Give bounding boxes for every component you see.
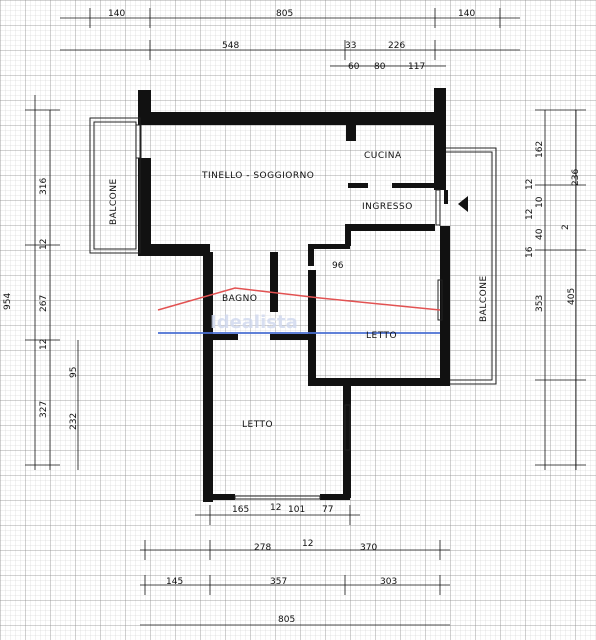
dim-right-353: 353 — [535, 295, 545, 312]
dim-bottom-12a: 12 — [270, 503, 281, 513]
dim-right-12b: 12 — [525, 209, 535, 220]
dim-right-40: 40 — [535, 228, 545, 240]
dim-bottom-12b: 12 — [302, 539, 313, 549]
dim-top-right: 140 — [458, 9, 475, 19]
watermark-logo: Idealista — [157, 287, 441, 334]
dim-left-232: 232 — [69, 413, 79, 430]
room-living-label: TINELLO - SOGGIORNO — [201, 171, 314, 181]
dim-right-162: 162 — [535, 141, 545, 158]
dim-bottom-357: 357 — [270, 577, 287, 587]
dim-bottom-165: 165 — [232, 505, 249, 515]
balcony-left — [89, 117, 141, 254]
dim-right-12a: 12 — [525, 179, 535, 190]
room-labels: TINELLO - SOGGIORNO CUCINA INGRESSO BAGN… — [109, 151, 489, 430]
room-bathroom-label: BAGNO — [222, 294, 257, 304]
dim-bottom-77: 77 — [322, 505, 333, 515]
dim-right-405: 405 — [567, 288, 577, 305]
dim-bottom-370: 370 — [360, 543, 377, 553]
dim-right-236: 236 — [571, 169, 581, 186]
dim-right-2: 2 — [561, 224, 571, 230]
room-bedroom-bottom-label: LETTO — [242, 420, 273, 430]
dim-left-12b: 12 — [39, 339, 49, 350]
dim-left-267: 267 — [39, 295, 49, 312]
dim-left-327: 327 — [39, 401, 49, 418]
dimension-labels: 140 805 140 548 33 226 60 80 117 954 316… — [3, 9, 581, 625]
dim-inner-96: 96 — [332, 261, 344, 271]
dim-bottom-145: 145 — [166, 577, 183, 587]
dim-left-12a: 12 — [39, 239, 49, 250]
dim-top-left: 140 — [108, 9, 125, 19]
room-kitchen-label: CUCINA — [364, 151, 402, 161]
watermark-text: Idealista — [210, 312, 298, 333]
dim-bottom-303: 303 — [380, 577, 397, 587]
dim-top-117: 117 — [408, 62, 425, 72]
dim-top-60: 60 — [348, 62, 360, 72]
dim-top-548: 548 — [222, 41, 239, 51]
dim-top-total: 805 — [276, 9, 293, 19]
dim-bottom-278: 278 — [254, 543, 271, 553]
dim-left-954: 954 — [3, 293, 13, 310]
dim-top-80: 80 — [374, 62, 386, 72]
windows — [135, 124, 443, 500]
balcony-right — [446, 147, 497, 385]
dim-right-16: 16 — [525, 246, 535, 258]
dim-top-226: 226 — [388, 41, 405, 51]
dimension-lines — [25, 8, 586, 626]
dim-left-316: 316 — [39, 178, 49, 195]
dim-top-33: 33 — [345, 41, 356, 51]
room-entrance-label: INGRESSO — [362, 202, 413, 212]
balcony-left-label: BALCONE — [109, 178, 119, 225]
room-bedroom-right-label: LETTO — [366, 331, 397, 341]
walls — [138, 88, 450, 502]
dim-bottom-total: 805 — [278, 615, 295, 625]
dim-right-10: 10 — [535, 196, 545, 208]
balcony-right-label: BALCONE — [479, 275, 489, 322]
dim-left-95: 95 — [69, 367, 79, 378]
dim-bottom-101: 101 — [288, 505, 305, 515]
entrance-arrow-icon — [458, 196, 468, 212]
